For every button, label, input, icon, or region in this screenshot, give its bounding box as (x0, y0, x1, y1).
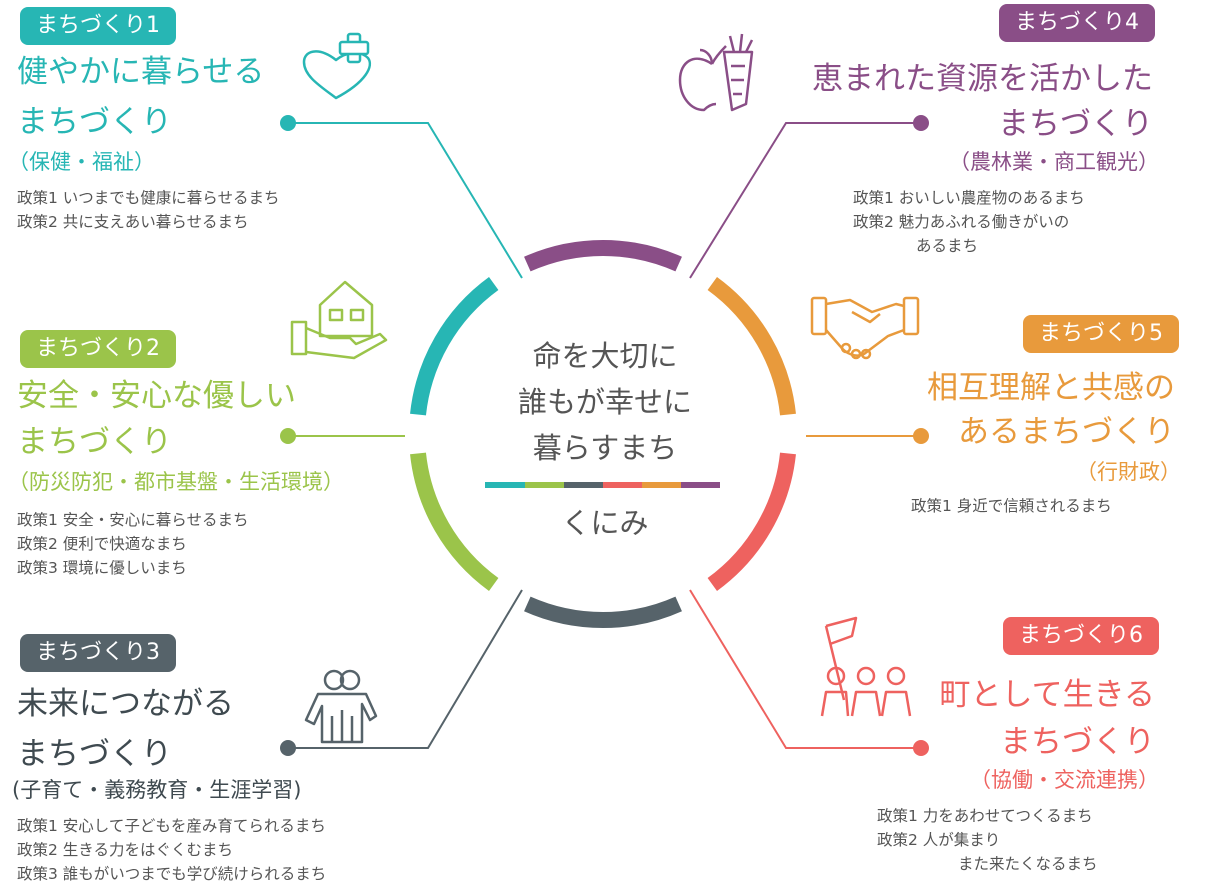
parent-child-icon (304, 669, 378, 744)
item-6-tag: まちづくり6 (1003, 617, 1159, 655)
connector-dot-2 (280, 428, 296, 444)
center-slogan-line-1: 命を大切に (532, 339, 678, 373)
item-3-subtitle: (子育て・義務教育・生涯学習) (12, 778, 302, 802)
connector-6 (689, 589, 921, 749)
item-5-tag: まちづくり5 (1023, 315, 1179, 353)
hand-house-icon (290, 280, 388, 360)
connector-dot-6 (913, 740, 929, 756)
item-3-policies: 政策1 安心して子どもを産み育てられるまち 政策2 生きる力をはぐくむまち 政策… (17, 814, 326, 886)
connector-4 (689, 122, 921, 279)
item-2-title-line-2: まちづくり (17, 424, 172, 460)
ring-segment-5 (410, 452, 499, 591)
center-slogan-line-2: 誰もが幸せに (517, 385, 692, 419)
item-2-tag: まちづくり2 (20, 330, 176, 368)
ring-segment-2 (707, 277, 796, 416)
handshake-icon (810, 296, 920, 360)
item-5-policy-1: 政策1 身近で信頼されるまち (911, 497, 1112, 515)
ring-segment-3 (707, 452, 796, 591)
item-6-subtitle: （協働・交流連携） (970, 768, 1159, 792)
item-2-policy-2: 政策2 便利で快適なまち (17, 535, 187, 553)
item-6-policy-1: 政策1 力をあわせてつくるまち (877, 807, 1093, 825)
center-town-name: くにみ (561, 506, 649, 540)
heart-plus-icon (302, 32, 371, 100)
item-1-policies: 政策1 いつまでも健康に暮らせるまち 政策2 共に支えあい暮らせるまち (17, 186, 279, 234)
item-3-title-line-2: まちづくり (17, 736, 172, 772)
item-4-policies: 政策1 おいしい農産物のあるまち 政策2 魅力あふれる働きがいの あるまち (853, 186, 1085, 258)
ring (410, 240, 796, 628)
item-3-title-line-1: 未来につながる (17, 686, 234, 722)
item-4-tag: まちづくり4 (999, 4, 1155, 42)
connector-1 (288, 122, 523, 279)
item-2-policies: 政策1 安全・安心に暮らせるまち 政策2 便利で快適なまち 政策3 環境に優しい… (17, 508, 248, 580)
item-4-title-line-1: 恵まれた資源を活かした (812, 61, 1153, 97)
item-5-title-line-2: あるまちづくり (958, 414, 1175, 450)
connector-3 (288, 589, 523, 749)
item-4-title-line-2: まちづくり (998, 106, 1153, 142)
item-2-policy-1: 政策1 安全・安心に暮らせるまち (17, 511, 249, 529)
item-6-policies: 政策1 力をあわせてつくるまち 政策2 人が集まり また来たくなるまち (877, 804, 1098, 876)
connector-dot-1 (280, 115, 296, 131)
apple-carrot-icon (678, 33, 754, 112)
item-1-title-line-1: 健やかに暮らせる (17, 54, 265, 90)
ring-segment-6 (410, 277, 499, 416)
item-1-title-line-2: まちづくり (17, 104, 172, 140)
item-2-policy-3: 政策3 環境に優しいまち (17, 559, 187, 577)
center-slogan-line-3: 暮らすまち (532, 431, 678, 465)
item-1-subtitle: （保健・福祉） (8, 150, 155, 174)
item-2-title-line-1: 安全・安心な優しい (17, 378, 296, 414)
center-divider (485, 482, 720, 488)
connector-dot-5 (913, 428, 929, 444)
item-6-policy-2-cont: また来たくなるまち (958, 855, 1098, 873)
ring-segment-4 (524, 596, 682, 628)
ring-segment-1 (524, 240, 682, 272)
item-3-policy-2: 政策2 生きる力をはぐくむまち (17, 841, 233, 859)
item-5-subtitle: （行財政） (1076, 460, 1181, 484)
item-4-policy-1: 政策1 おいしい農産物のあるまち (853, 189, 1085, 207)
item-3-policy-3: 政策3 誰もがいつまでも学び続けられるまち (17, 865, 327, 883)
item-6-title-line-1: 町として生きる (939, 677, 1155, 713)
item-1-policy-1: 政策1 いつまでも健康に暮らせるまち (17, 189, 280, 207)
item-1-policy-2: 政策2 共に支えあい暮らせるまち (17, 213, 249, 231)
item-5-title-line-1: 相互理解と共感の (927, 370, 1175, 406)
item-2-subtitle: （防災防犯・都市基盤・生活環境） (8, 470, 344, 494)
item-3-tag: まちづくり3 (20, 634, 176, 672)
item-4-subtitle: （農林業・商工観光） (949, 150, 1159, 174)
item-4-policy-2: 政策2 魅力あふれる働きがいの (853, 213, 1070, 231)
item-5-policies: 政策1 身近で信頼されるまち (911, 494, 1112, 518)
item-6-policy-2: 政策2 人が集まり (877, 831, 1001, 849)
item-3-policy-1: 政策1 安心して子どもを産み育てられるまち (17, 817, 326, 835)
item-1-tag: まちづくり1 (20, 7, 176, 45)
connector-dot-3 (280, 740, 296, 756)
connector-dot-4 (913, 115, 929, 131)
people-flag-icon (820, 616, 912, 717)
item-6-title-line-2: まちづくり (1000, 724, 1155, 760)
item-4-policy-2-cont: あるまち (916, 237, 979, 255)
